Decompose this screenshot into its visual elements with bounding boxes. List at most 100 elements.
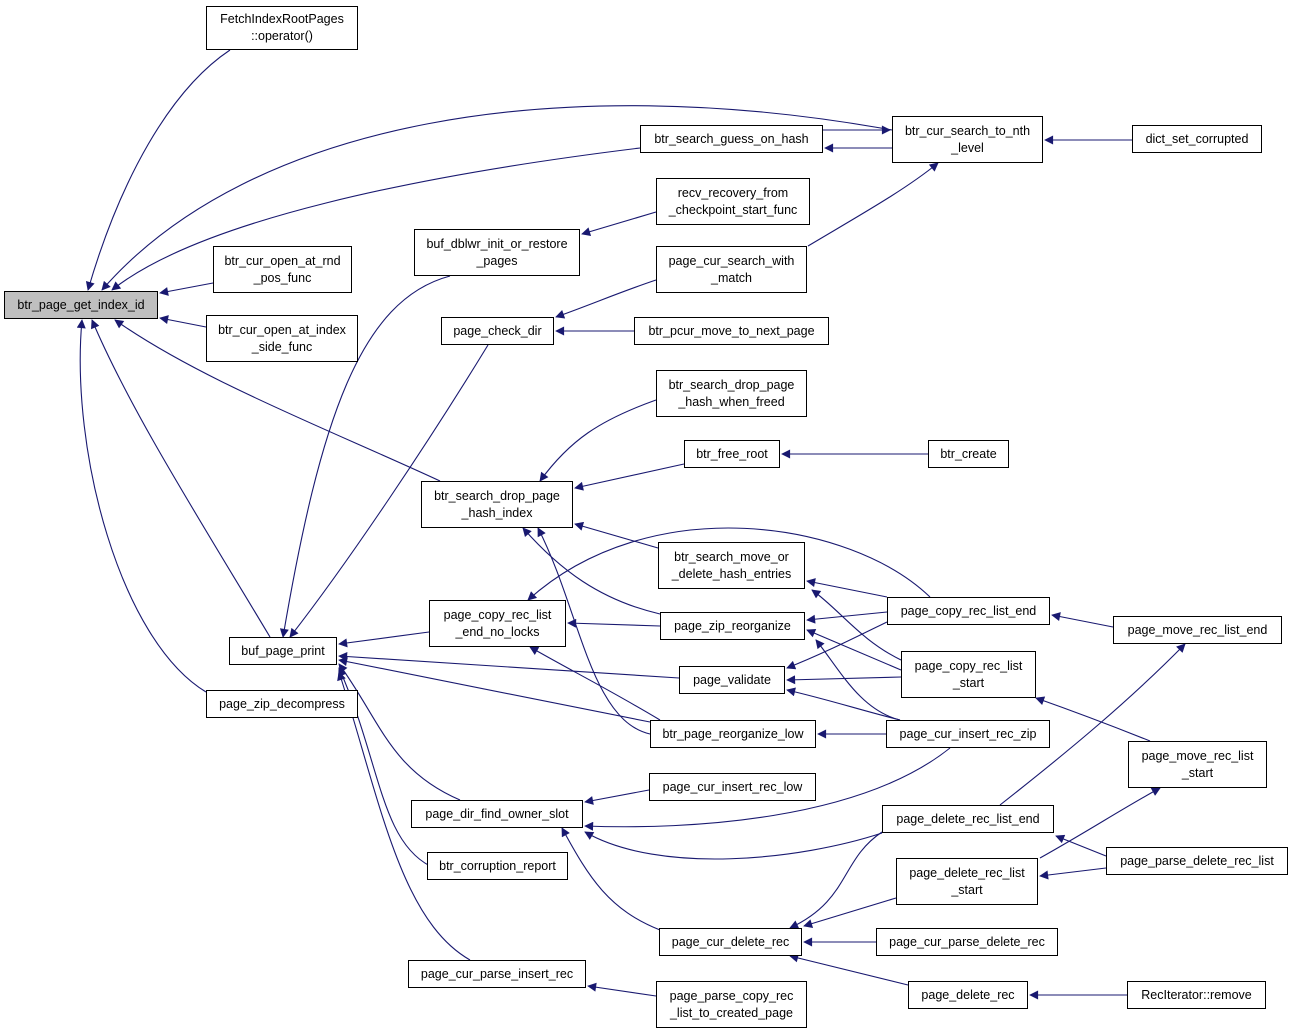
edge-page-cur-insert-rec-zip-to-page-validate bbox=[786, 687, 901, 721]
node-label: btr_page_get_index_id bbox=[17, 297, 145, 312]
page-parse-copy-rec-list-to-created-page-node[interactable]: page_parse_copy_rec_list_to_created_page bbox=[656, 981, 807, 1028]
page-cur-parse-delete-rec-node[interactable]: page_cur_parse_delete_rec bbox=[876, 928, 1058, 956]
edge-page-move-rec-list-start-to-page-copy-rec-list-start bbox=[1035, 696, 1151, 742]
edge-recv-recovery-from-checkpoint-start-func-to-buf-dblwr-init-or-restore-pages bbox=[581, 211, 657, 237]
page-cur-insert-rec-low-node[interactable]: page_cur_insert_rec_low bbox=[649, 773, 816, 801]
btr-search-drop-page-hash-index-node[interactable]: btr_search_drop_page _hash_index bbox=[421, 481, 573, 528]
edge-page-cur-search-with-match-to-page-check-dir bbox=[555, 279, 657, 319]
page-copy-rec-list-start-node[interactable]: page_copy_rec_list _start bbox=[901, 651, 1036, 698]
edge-page-copy-rec-list-start-to-page-zip-reorganize bbox=[806, 629, 902, 671]
node-label: page_check_dir bbox=[453, 323, 542, 338]
edge-btr-cur-search-to-nth-level-to-btr-page-get-index-id bbox=[101, 105, 893, 291]
edge-btr-cur-open-at-index-side-func-to-btr-page-get-index-id bbox=[159, 315, 207, 328]
edge-page-delete-rec-to-page-cur-delete-rec bbox=[789, 953, 909, 986]
page-copy-rec-list-end-node[interactable]: page_copy_rec_list_end bbox=[887, 597, 1050, 625]
btr-cur-open-at-index-side-func-node[interactable]: btr_cur_open_at_index_side_func bbox=[206, 315, 358, 362]
node-label: page_validate bbox=[693, 672, 771, 687]
btr-create-node[interactable]: btr_create bbox=[928, 440, 1009, 468]
edge-btr-cur-open-at-rnd-pos-func-to-btr-page-get-index-id bbox=[159, 282, 214, 296]
page-parse-delete-rec-list-node[interactable]: page_parse_delete_rec_list bbox=[1106, 847, 1288, 875]
btr-cur-open-at-rnd-pos-func-node[interactable]: btr_cur_open_at_rnd_pos_func bbox=[213, 246, 352, 293]
edge-page-copy-rec-list-start-to-page-validate bbox=[786, 675, 902, 685]
edge-page-cur-insert-rec-zip-to-page-dir-find-owner-slot bbox=[584, 747, 951, 831]
node-label: _hash_when_freed bbox=[678, 394, 785, 409]
btr-page-get-index-id-node: btr_page_get_index_id bbox=[4, 291, 158, 319]
dict-set-corrupted-node[interactable]: dict_set_corrupted bbox=[1132, 125, 1262, 153]
node-label: page_cur_search_with bbox=[668, 253, 795, 268]
page-dir-find-owner-slot-node[interactable]: page_dir_find_owner_slot bbox=[411, 800, 583, 828]
edge-buf-page-print-to-btr-page-get-index-id bbox=[91, 319, 271, 638]
btr-free-root-node[interactable]: btr_free_root bbox=[684, 440, 780, 468]
page-copy-rec-list-end-no-locks-node[interactable]: page_copy_rec_list_end_no_locks bbox=[429, 600, 566, 647]
btr-cur-search-to-nth-level-node[interactable]: btr_cur_search_to_nth_level bbox=[892, 116, 1043, 163]
node-label: page_copy_rec_list_end bbox=[900, 603, 1037, 618]
node-label: page_cur_delete_rec bbox=[671, 934, 790, 949]
node-label: btr_pcur_move_to_next_page bbox=[648, 323, 815, 338]
btr-pcur-move-to-next-page-node[interactable]: btr_pcur_move_to_next_page bbox=[634, 317, 829, 345]
btr-search-move-or-delete-hash-entries-node[interactable]: btr_search_move_or _delete_hash_entries bbox=[658, 542, 805, 589]
edge-page-zip-reorganize-to-btr-search-drop-page-hash-index bbox=[522, 527, 661, 615]
page-move-rec-list-start-node[interactable]: page_move_rec_list_start bbox=[1128, 741, 1267, 788]
node-label: btr_search_drop_page bbox=[434, 488, 560, 503]
page-cur-insert-rec-zip-node[interactable]: page_cur_insert_rec_zip bbox=[886, 720, 1050, 748]
btr-page-reorganize-low-node[interactable]: btr_page_reorganize_low bbox=[650, 720, 816, 748]
edge-page-cur-insert-rec-zip-to-page-zip-reorganize bbox=[815, 639, 901, 721]
node-label: btr_cur_open_at_rnd bbox=[224, 253, 341, 268]
node-label: _match bbox=[711, 270, 752, 285]
edge-btr-page-reorganize-low-to-page-copy-rec-list-end-no-locks bbox=[529, 646, 661, 721]
node-label: page_dir_find_owner_slot bbox=[425, 806, 569, 821]
page-delete-rec-list-start-node[interactable]: page_delete_rec_list _start bbox=[896, 858, 1038, 905]
page-delete-rec-node[interactable]: page_delete_rec bbox=[908, 981, 1028, 1009]
btr-corruption-report-node[interactable]: btr_corruption_report bbox=[427, 852, 568, 880]
node-label: btr_create bbox=[940, 446, 997, 461]
edge-buf-dblwr-init-or-restore-pages-to-buf-page-print bbox=[279, 275, 451, 638]
btr-search-drop-page-hash-when-freed-node[interactable]: btr_search_drop_page _hash_when_freed bbox=[656, 370, 807, 417]
page-check-dir-node[interactable]: page_check_dir bbox=[441, 317, 554, 345]
node-label: _start bbox=[1181, 765, 1214, 780]
edge-page-cur-insert-rec-low-to-page-dir-find-owner-slot bbox=[584, 789, 650, 805]
node-label: _start bbox=[952, 675, 985, 690]
page-cur-search-with-match-node[interactable]: page_cur_search_with _match bbox=[656, 246, 807, 293]
edge-page-cur-delete-rec-to-page-dir-find-owner-slot bbox=[561, 827, 661, 931]
node-label: dict_set_corrupted bbox=[1145, 131, 1249, 146]
node-label: page_move_rec_list_end bbox=[1127, 622, 1268, 637]
edge-page-dir-find-owner-slot-to-buf-page-print bbox=[338, 663, 461, 801]
edge-page-delete-rec-list-start-to-page-move-rec-list-start bbox=[1039, 787, 1161, 859]
recv-recovery-from-checkpoint-start-func-node[interactable]: recv_recovery_from_checkpoint_start_func bbox=[656, 178, 810, 225]
buf-dblwr-init-or-restore-pages-node[interactable]: buf_dblwr_init_or_restore_pages bbox=[414, 229, 580, 276]
node-label: page_cur_parse_delete_rec bbox=[889, 934, 1045, 949]
node-label: FetchIndexRootPages bbox=[220, 12, 344, 26]
edge-page-copy-rec-list-end-to-btr-search-move-or-delete-hash-entries bbox=[806, 578, 888, 598]
edge-page-move-rec-list-end-to-page-copy-rec-list-end bbox=[1051, 612, 1114, 628]
node-label: page_copy_rec_list bbox=[443, 607, 552, 622]
page-zip-decompress-node[interactable]: page_zip_decompress bbox=[206, 690, 358, 718]
node-label: page_delete_rec_list bbox=[909, 865, 1025, 880]
node-label: _delete_hash_entries bbox=[671, 566, 792, 581]
btr-search-guess-on-hash-node[interactable]: btr_search_guess_on_hash bbox=[640, 125, 823, 153]
edge-btr-search-guess-on-hash-to-btr-page-get-index-id bbox=[111, 147, 641, 291]
edge-page-validate-to-buf-page-print bbox=[338, 652, 680, 679]
edge-page-parse-copy-rec-list-to-created-page-to-page-cur-parse-insert-rec bbox=[587, 982, 657, 997]
page-cur-parse-insert-rec-node[interactable]: page_cur_parse_insert_rec bbox=[408, 960, 586, 988]
buf-page-print-node[interactable]: buf_page_print bbox=[229, 637, 337, 665]
reciterator-remove-node[interactable]: RecIterator::remove bbox=[1127, 981, 1266, 1009]
page-move-rec-list-end-node[interactable]: page_move_rec_list_end bbox=[1113, 616, 1282, 644]
node-label: _start bbox=[951, 882, 983, 897]
page-cur-delete-rec-node[interactable]: page_cur_delete_rec bbox=[659, 928, 802, 956]
node-label: btr_search_move_or bbox=[674, 549, 789, 564]
node-label: _hash_index bbox=[461, 505, 533, 520]
page-delete-rec-list-end-node[interactable]: page_delete_rec_list_end bbox=[882, 805, 1054, 833]
page-zip-reorganize-node[interactable]: page_zip_reorganize bbox=[660, 612, 805, 640]
fetchindexrootpages-node[interactable]: FetchIndexRootPages::operator() bbox=[206, 6, 358, 50]
edge-page-parse-delete-rec-list-to-page-delete-rec-list-start bbox=[1039, 867, 1107, 880]
node-label: btr_page_reorganize_low bbox=[662, 726, 804, 741]
node-label: page_cur_insert_rec_zip bbox=[899, 726, 1037, 741]
node-label: btr_search_guess_on_hash bbox=[654, 131, 809, 146]
node-label: page_parse_copy_rec bbox=[669, 988, 794, 1003]
edge-page-delete-rec-list-end-to-page-dir-find-owner-slot bbox=[584, 831, 883, 860]
node-label: btr_search_drop_page bbox=[668, 377, 795, 392]
node-label: page_copy_rec_list bbox=[914, 658, 1023, 673]
node-label: buf_page_print bbox=[241, 643, 325, 658]
page-validate-node[interactable]: page_validate bbox=[679, 666, 785, 694]
node-label: btr_cur_search_to_nth bbox=[904, 123, 1031, 138]
